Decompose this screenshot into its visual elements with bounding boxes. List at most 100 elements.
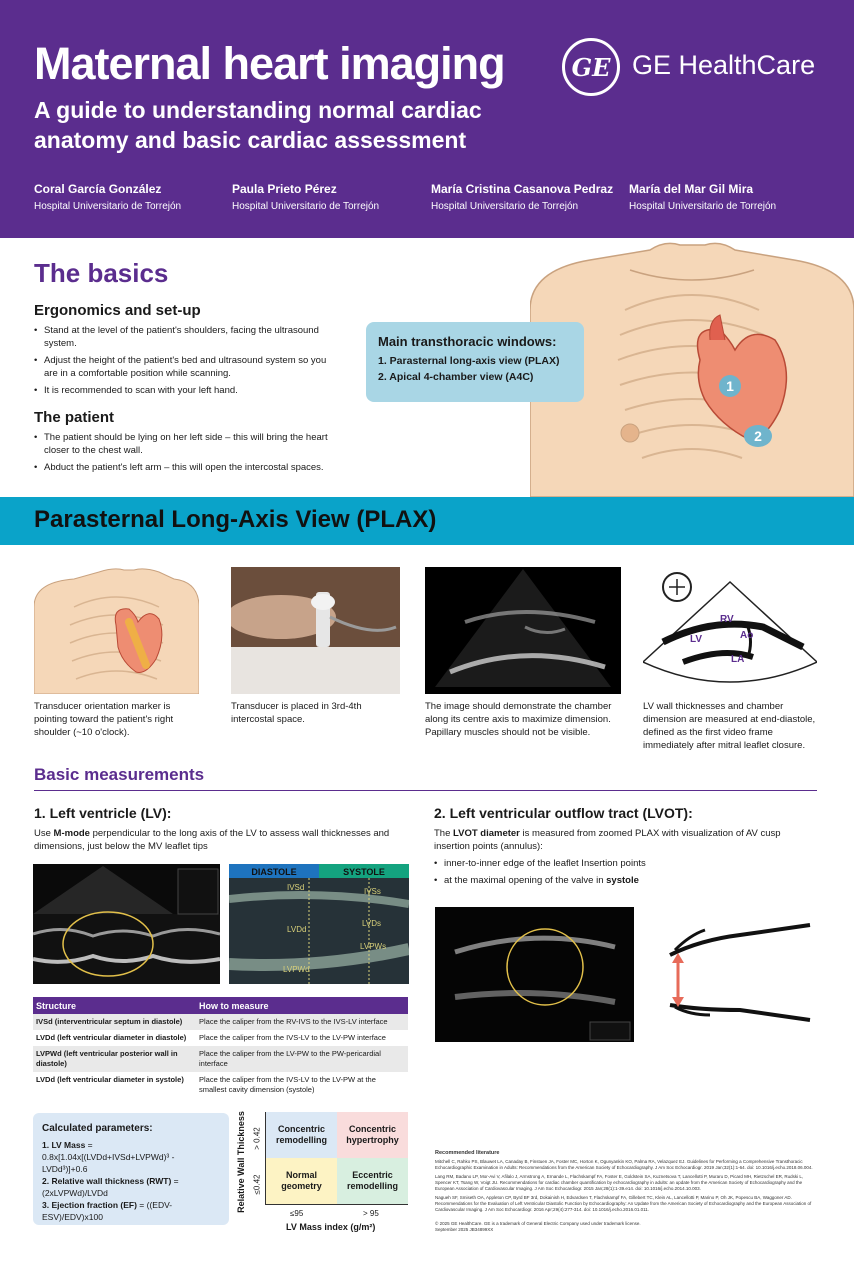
patient-heading: The patient (34, 409, 115, 426)
plax-torso-illustration (34, 568, 199, 694)
lvot-heading: 2. Left ventricular outflow tract (LVOT)… (434, 805, 693, 821)
x-tick: ≤95 (290, 1209, 304, 1218)
author-affiliation: Hospital Universitario de Torrejón (34, 201, 182, 212)
author-name: María del Mar Gil Mira (629, 182, 754, 196)
transducer-photo (231, 567, 400, 694)
window-item: 2. Apical 4-chamber view (A4C) (378, 371, 534, 383)
table-row: LVDd (left ventricular diameter in diast… (33, 1030, 408, 1046)
x-axis-label: LV Mass index (g/m²) (286, 1222, 376, 1232)
table-row: IVSd (interventricular septum in diastol… (33, 1014, 408, 1030)
lvot-echo-image (435, 907, 634, 1042)
doc-date: September 2025 JB34899XX (435, 1227, 494, 1232)
table-cell: Place the caliper from the IVS-LV to the… (199, 1033, 386, 1042)
mmode-label: IVSd (287, 883, 304, 892)
list-item: at the maximal opening of the valve in s… (434, 874, 794, 887)
y-axis-label: Relative Wall Thickness (236, 1111, 246, 1213)
ergonomics-heading: Ergonomics and set-up (34, 302, 201, 319)
marker-label: 2 (754, 428, 762, 444)
measurements-title: Basic measurements (34, 765, 205, 784)
table-cell: Place the caliper from the IVS-LV to the… (199, 1075, 376, 1094)
geometry-cell: Concentric hypertrophy (337, 1112, 408, 1158)
reference-item: Nagueh SF, Smiseth OA, Appleton CP, Byrd… (435, 1195, 812, 1212)
mmode-label: LVDs (362, 919, 381, 928)
mmode-zoom-image: DIASTOLE SYSTOLE IVSd LVDd LVPWd IVSs LV… (229, 864, 409, 984)
author-3: María Cristina Casanova Pedraz Hospital … (431, 182, 631, 212)
table-header: How to measure (196, 997, 408, 1014)
reference-item: Lang RM, Badano LP, Mor-Avi V, Afilalo J… (435, 1174, 804, 1191)
list-item: inner-to-inner edge of the leaflet Inser… (434, 857, 794, 870)
mmode-label: IVSs (364, 887, 381, 896)
list-item: Abduct the patient's left arm – this wil… (34, 461, 334, 474)
y-tick: ≤0.42 (252, 1174, 262, 1194)
window-marker-1 (719, 375, 741, 397)
geometry-cell: Eccentric remodelling (337, 1158, 408, 1204)
diagram-label: LA (731, 654, 744, 665)
plax-echo-image (425, 567, 621, 694)
table-header: Structure (33, 997, 196, 1014)
heart-icon (696, 314, 788, 441)
lv-text: Use M-mode perpendicular to the long axi… (34, 828, 390, 852)
calc-line: 1. LV Mass = 0.8x[1.04x[(LVDd+IVSd+LVPWd… (42, 1140, 175, 1174)
page-subtitle: A guide to understanding normal cardiac … (34, 97, 482, 153)
list-item: The patient should be lying on her left … (34, 431, 334, 457)
window-item: 1. Parasternal long-axis view (PLAX) (378, 355, 560, 367)
calculated-parameters-box: Calculated parameters: 1. LV Mass = 0.8x… (33, 1113, 229, 1225)
section-title-basics: The basics (34, 258, 169, 288)
windows-title: Main transthoracic windows: (378, 334, 557, 349)
plax-caption-3: The image should demonstrate the chamber… (425, 701, 612, 738)
divider (34, 790, 817, 791)
diagram-label: LV (690, 634, 702, 645)
window-marker-2 (744, 425, 772, 447)
table-cell: Place the caliper from the RV-IVS to the… (196, 1014, 408, 1030)
reference-item: Mitchell C, Rahko PS, Blauwet LA, Canada… (435, 1159, 813, 1170)
ergonomics-list: Stand at the level of the patient's shou… (34, 324, 334, 401)
diagram-label: Ao (740, 630, 753, 641)
mmode-label: LVPWs (360, 942, 386, 951)
table-row: LVPWd (left ventricular posterior wall i… (33, 1046, 408, 1072)
geometry-grid: Relative Wall Thickness > 0.42 ≤0.42 Con… (236, 1111, 413, 1237)
trademark: © 2025 GE HealthCare. GE is a trademark … (435, 1221, 641, 1226)
table-cell: IVSd (interventricular septum in diastol… (33, 1014, 196, 1030)
calc-line: 2. Relative wall thickness (RWT) = (2xLV… (42, 1176, 179, 1198)
table-cell: LVDd (left ventricular diameter in diast… (36, 1033, 187, 1042)
marker-label: 1 (726, 378, 734, 394)
plax-caption-4: LV wall thicknesses and chamber dimensio… (643, 701, 816, 751)
calc-line: 3. Ejection fraction (EF) = ((EDV-ESV)/E… (42, 1200, 173, 1222)
diagram-label: RV (720, 614, 734, 625)
plax-caption-2: Transducer is placed in 3rd-4th intercos… (231, 701, 362, 725)
diastole-label: DIASTOLE (251, 867, 296, 877)
x-tick: > 95 (363, 1209, 379, 1218)
lvot-text: The LVOT diameter is measured from zoome… (434, 828, 781, 852)
patient-list: The patient should be lying on her left … (34, 431, 334, 478)
table-cell: Place the caliper from the LV-PW to the … (196, 1046, 408, 1072)
author-affiliation: Hospital Universitario de Torrejón (431, 201, 579, 212)
geometry-cell: Normal geometry (266, 1158, 337, 1204)
calc-title: Calculated parameters: (42, 1123, 153, 1134)
page-title: Maternal heart imaging (34, 38, 506, 89)
author-name: Coral García González (34, 182, 162, 196)
header: Maternal heart imaging A guide to unders… (0, 0, 854, 238)
plax-band: Parasternal Long-Axis View (PLAX) (0, 497, 854, 545)
mmode-echo-image (33, 864, 220, 984)
author-affiliation: Hospital Universitario de Torrejón (232, 201, 380, 212)
y-tick: > 0.42 (252, 1126, 262, 1150)
measurement-table: Structure How to measure IVSd (intervent… (33, 997, 408, 1098)
plax-caption-1: Transducer orientation marker is pointin… (34, 701, 174, 738)
torso-illustration: 1 2 (530, 242, 854, 497)
systole-label: SYSTOLE (343, 867, 385, 877)
author-2: Paula Prieto Pérez Hospital Universitari… (232, 182, 432, 212)
mmode-label: LVDd (287, 925, 306, 934)
plax-title: Parasternal Long-Axis View (PLAX) (34, 506, 437, 533)
references: Recommended literature Mitchell C, Rahko… (435, 1150, 817, 1236)
ge-logo: GE (562, 38, 620, 96)
mmode-label: LVPWd (283, 965, 310, 974)
lvot-diagram (669, 923, 811, 1022)
list-item: Stand at the level of the patient's shou… (34, 324, 334, 350)
author-4: María del Mar Gil Mira Hospital Universi… (629, 182, 829, 212)
windows-box: Main transthoracic windows: 1. Parastern… (366, 322, 584, 402)
author-affiliation: Hospital Universitario de Torrejón (629, 201, 777, 212)
geometry-cell: Concentric remodelling (266, 1112, 337, 1158)
lv-heading: 1. Left ventricle (LV): (34, 805, 172, 821)
table-header-row: Structure How to measure (33, 997, 408, 1014)
lvot-list: inner-to-inner edge of the leaflet Inser… (434, 857, 794, 891)
